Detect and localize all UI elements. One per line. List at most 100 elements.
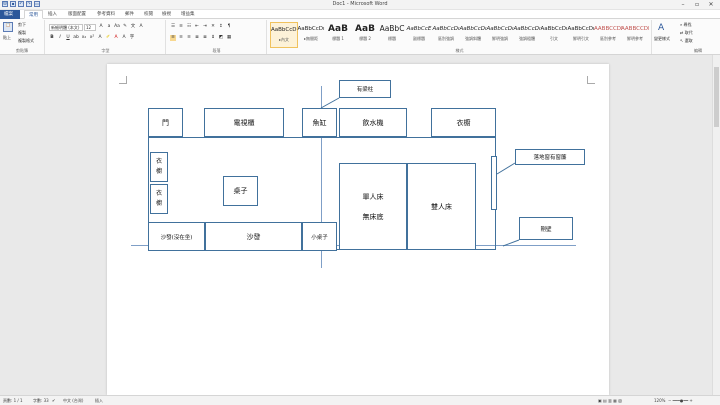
callout-window[interactable]: 落地窗有窗簾 [515,149,585,165]
sort-icon[interactable]: ↕ [219,24,223,29]
vertical-scrollbar[interactable] [712,55,720,395]
cell-single-bed[interactable]: 單人床 無床底 [339,163,407,250]
shading-icon[interactable]: ◩ [218,35,224,40]
undo-icon[interactable]: ↶ [18,1,24,7]
cell-water-dispenser[interactable]: 飲水機 [339,108,407,137]
status-zoom[interactable]: 120% [654,398,666,403]
decrease-indent-icon[interactable]: ⇤ [195,24,199,29]
superscript-icon[interactable]: x² [89,35,95,40]
increase-indent-icon[interactable]: ⇥ [203,24,207,29]
chinese-layout-icon[interactable]: ✕ [211,24,215,29]
char-border-icon[interactable]: A [139,24,143,29]
font-size-select[interactable]: 12 [84,24,96,31]
redo-icon[interactable]: ↷ [26,1,32,7]
replace-button[interactable]: ⇄ 取代 [680,30,693,36]
numbering-icon[interactable]: ≡ [179,24,183,29]
distributed-icon[interactable]: ≣ [203,35,207,40]
font-color-icon[interactable]: A [114,35,118,40]
multilevel-list-icon[interactable]: ☷ [186,24,192,29]
cell-table[interactable]: 桌子 [223,176,258,206]
change-styles-icon[interactable]: A [658,23,665,33]
font-name-select[interactable]: 新細明體 (本文) [49,24,83,31]
tab-mailings[interactable]: 郵件 [125,12,134,17]
cell-wardrobe-top[interactable]: 衣櫥 [431,108,496,137]
print-preview-icon[interactable]: ▭ [34,1,40,7]
strikethrough-icon[interactable]: ab [73,35,79,40]
copy-button[interactable]: 複製 [18,30,26,35]
maximize-icon[interactable]: ▫ [694,1,700,8]
underline-icon[interactable]: U [66,35,70,40]
status-words[interactable]: 字數: 33 [33,398,49,403]
cell-sofa[interactable]: 沙發 [205,222,302,251]
tab-references[interactable]: 參考資料 [97,12,115,17]
highlight-icon[interactable]: ✐ [106,35,110,40]
tab-page-layout[interactable]: 版面配置 [68,12,86,17]
cell-wardrobe-left-2[interactable]: 衣櫥 [150,184,168,214]
borders-icon[interactable]: ▦ [226,35,232,40]
cell-door[interactable]: 門 [148,108,183,137]
style-item[interactable]: AaBbCcDı▸無間距 [297,22,325,48]
line-spacing-icon[interactable]: ↨ [211,35,215,40]
enclose-char-icon[interactable]: 字 [129,35,135,40]
paste-icon[interactable]: 📋 [3,22,13,32]
cell-sofa-note[interactable]: 沙發(沒在坐) [148,222,205,251]
grow-font-icon[interactable]: A [99,24,103,29]
status-language[interactable]: 中文 (台灣) [63,398,84,403]
phonetic-icon[interactable]: 文 [130,24,136,29]
save-icon[interactable]: ▪ [10,1,16,7]
change-styles-button[interactable]: 變更樣式 [654,36,670,41]
tab-view[interactable]: 檢視 [162,12,171,17]
align-center-icon[interactable]: ≡ [179,35,183,40]
cell-double-bed[interactable]: 雙人床 [407,163,476,250]
char-shading-icon[interactable]: A [122,35,126,40]
shrink-font-icon[interactable]: a [107,24,111,29]
subscript-icon[interactable]: x₂ [81,35,87,40]
word-icon[interactable]: W [2,1,8,7]
callout-beam[interactable]: 有梁柱 [339,80,391,98]
callout-wall[interactable]: 剛壁 [519,217,573,240]
status-page[interactable]: 頁數: 1 / 1 [3,398,23,403]
cut-button[interactable]: 剪下 [18,22,26,27]
spelling-icon[interactable]: ✔ [52,398,56,403]
scrollbar-thumb[interactable] [714,67,719,127]
zoom-slider[interactable]: − ━━━●━━ + [668,398,693,403]
style-item[interactable]: AaBbCcDı▸內文 [270,22,298,48]
bullets-icon[interactable]: ☰ [170,24,176,29]
tab-file[interactable]: 檔案 [0,10,20,19]
tab-review[interactable]: 校閱 [144,12,153,17]
tab-insert[interactable]: 插入 [48,12,57,17]
text-effects-icon[interactable]: A [98,35,102,40]
clear-format-icon[interactable]: ✎ [123,24,127,29]
align-left-icon[interactable]: ≡ [170,35,176,41]
change-case-icon[interactable]: Aa [114,24,120,29]
cell-tv-cabinet[interactable]: 電視櫃 [204,108,284,137]
show-marks-icon[interactable]: ¶ [227,24,231,29]
bold-icon[interactable]: B [50,35,54,40]
minimize-icon[interactable]: – [681,1,685,8]
select-button[interactable]: ↖ 選取 [680,38,693,44]
italic-icon[interactable]: I [59,35,61,40]
cell-small-table[interactable]: 小桌子 [302,222,337,251]
document-page[interactable]: 門 電視櫃 魚缸 飲水機 衣櫥 衣櫥 衣櫥 桌子 單人床 無床底 雙人床 沙發(… [107,64,609,395]
cell-wardrobe-left-1[interactable]: 衣櫥 [150,152,168,182]
format-painter-button[interactable]: 複製格式 [18,38,34,43]
align-right-icon[interactable]: ≡ [187,35,191,40]
view-buttons[interactable]: ▣ ▤ ▥ ▦ ▧ [598,398,622,403]
tab-home[interactable]: 常用 [24,10,43,19]
paste-button[interactable]: 貼上 [3,35,11,40]
close-icon[interactable]: ✕ [708,1,714,8]
status-mode[interactable]: 插入 [95,398,103,403]
justify-icon[interactable]: ≣ [195,35,199,40]
find-button[interactable]: ⌕ 尋找 [680,22,692,28]
